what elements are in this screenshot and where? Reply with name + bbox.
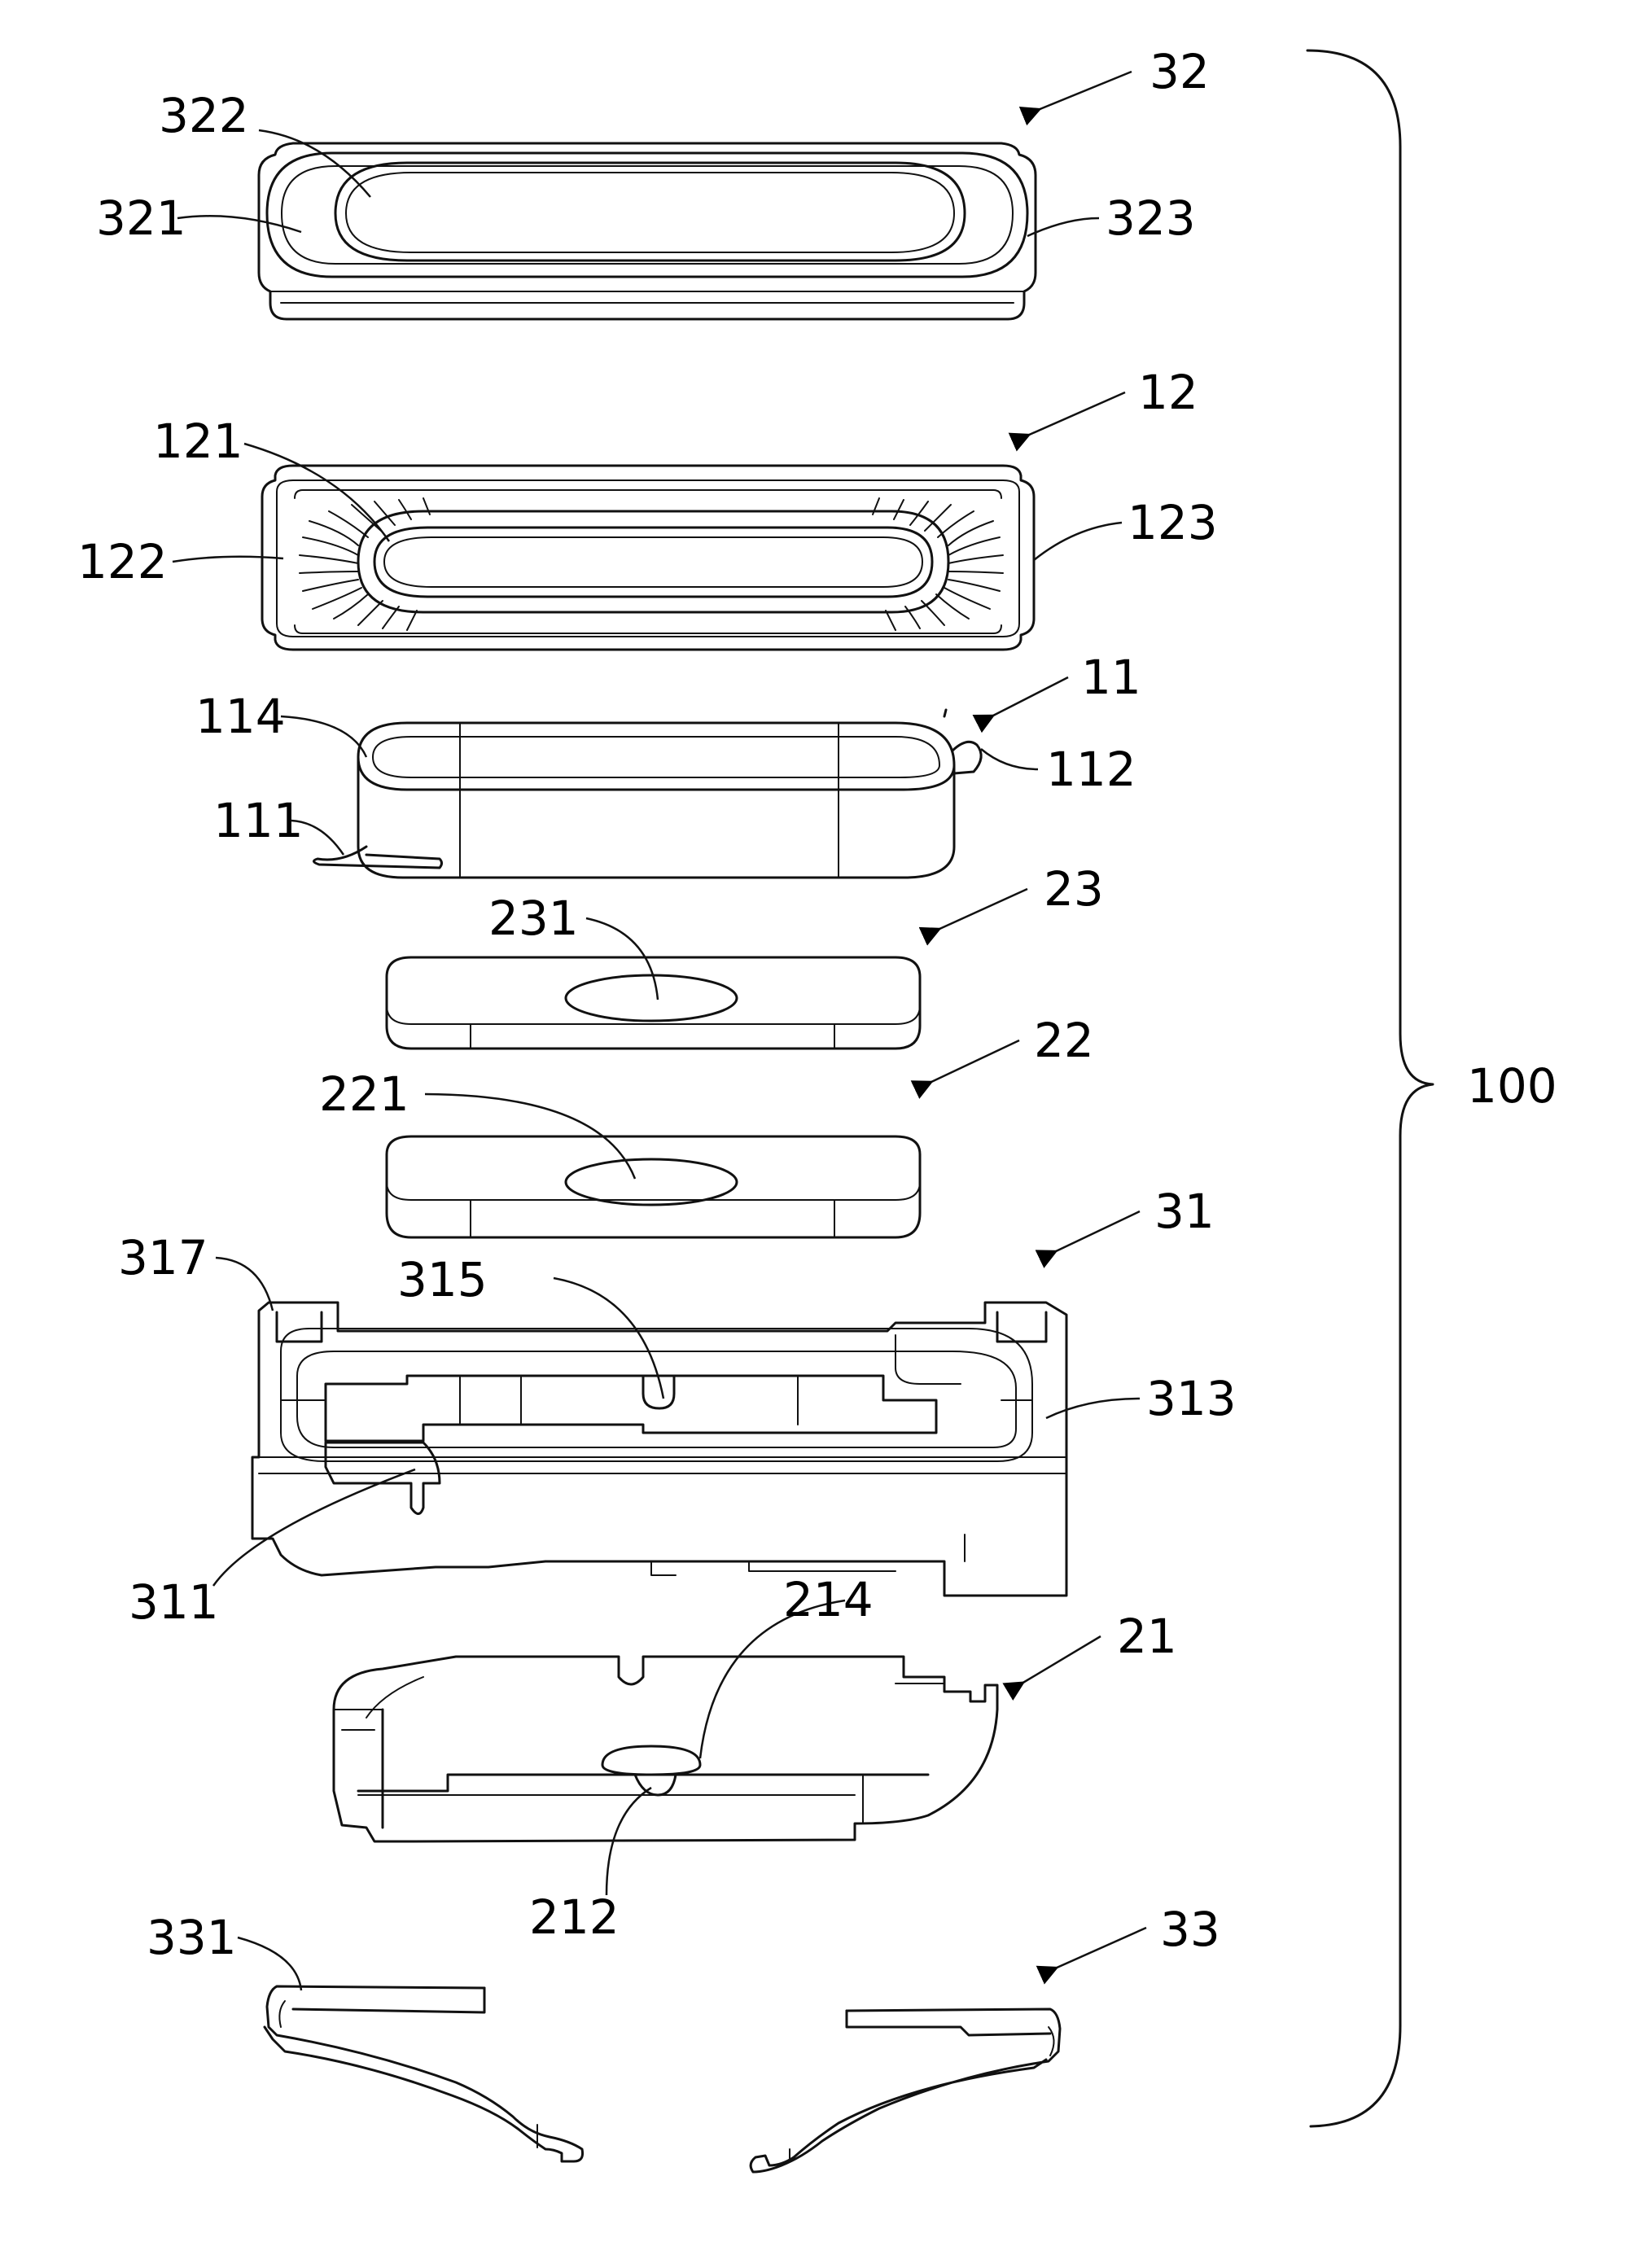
part-31-frame (252, 1303, 1066, 1596)
leader-323 (1027, 218, 1099, 236)
label-311: 311 (129, 1574, 219, 1630)
leader-121 (244, 444, 389, 541)
label-212: 212 (529, 1889, 620, 1945)
arrow-22 (930, 1040, 1019, 1083)
part-23-plate (387, 957, 920, 1049)
leader-317 (216, 1258, 273, 1311)
part-22-magnet (387, 1136, 920, 1237)
part-11-voice-coil (313, 710, 981, 878)
part-32-cover (259, 143, 1036, 319)
leader-122 (173, 557, 283, 562)
label-231: 231 (488, 891, 579, 946)
arrow-11 (992, 677, 1068, 716)
label-114: 114 (195, 689, 286, 744)
label-12: 12 (1138, 365, 1198, 420)
arrow-32 (1038, 72, 1132, 110)
label-331: 331 (147, 1910, 237, 1965)
label-112: 112 (1046, 742, 1136, 797)
label-100: 100 (1467, 1058, 1557, 1114)
label-23: 23 (1044, 861, 1104, 917)
label-33: 33 (1160, 1902, 1220, 1957)
part-33-terminal-left (265, 1986, 583, 2161)
leader-114 (281, 716, 366, 757)
leader-313 (1046, 1399, 1140, 1418)
leader-112 (981, 749, 1038, 769)
label-315: 315 (397, 1252, 488, 1307)
label-323: 323 (1106, 190, 1196, 246)
label-32: 32 (1149, 44, 1210, 99)
part-21-yoke (334, 1657, 997, 1841)
leader-123 (1034, 523, 1122, 560)
arrow-21 (1022, 1636, 1101, 1683)
label-322: 322 (159, 88, 249, 143)
part-12-diaphragm (262, 466, 1034, 650)
part-33-terminal-right (751, 2009, 1060, 2172)
label-11: 11 (1081, 650, 1141, 705)
leader-231 (586, 918, 658, 1000)
label-317: 317 (118, 1230, 208, 1285)
label-111: 111 (213, 793, 304, 848)
label-121: 121 (153, 414, 243, 469)
label-21: 21 (1117, 1609, 1177, 1664)
label-221: 221 (319, 1066, 409, 1122)
label-31: 31 (1154, 1184, 1215, 1239)
leader-331 (238, 1937, 301, 1990)
arrow-23 (938, 889, 1027, 930)
arrow-33 (1055, 1928, 1146, 1968)
label-214: 214 (783, 1572, 874, 1627)
diaphragm-ribs-left (300, 498, 430, 630)
assembly-bracket (1307, 50, 1433, 2126)
arrow-12 (1027, 392, 1125, 436)
label-123: 123 (1128, 495, 1218, 550)
label-321: 321 (96, 190, 186, 246)
leader-lines (173, 130, 1140, 1990)
leader-311 (213, 1469, 415, 1586)
leader-322 (259, 130, 370, 197)
label-313: 313 (1146, 1371, 1237, 1426)
label-22: 22 (1034, 1013, 1094, 1068)
leader-315 (554, 1278, 663, 1399)
reference-labels: 32 322 321 323 12 121 122 123 11 114 112… (77, 44, 1557, 1965)
arrow-31 (1054, 1211, 1140, 1252)
diaphragm-ribs-right (873, 498, 1003, 630)
label-122: 122 (77, 534, 168, 589)
